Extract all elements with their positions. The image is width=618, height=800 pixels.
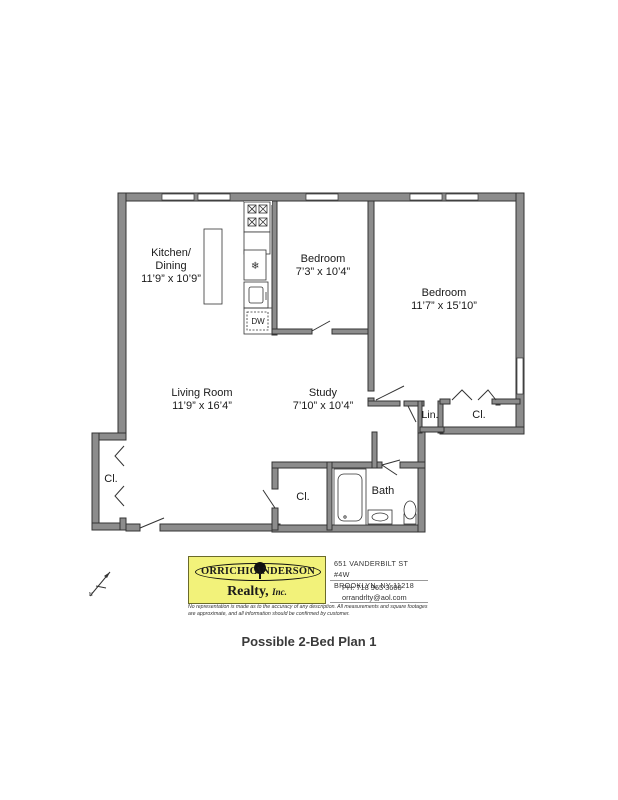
agency-logo: ORRICHIO ANDERSON Realty, Inc. [188, 556, 326, 604]
room-name-bath: Bath [371, 485, 395, 497]
room-label-living: Living Room 11’9” x 16’4” [154, 387, 250, 413]
agency-contact: PH: 718 965 3600 orrandrlty@aol.com [342, 583, 426, 603]
contact-divider-bottom [330, 602, 428, 603]
compass-icon [89, 571, 111, 597]
room-name-linen: Lin. [421, 409, 439, 421]
room-name-kitchen-line2: Dining [155, 260, 187, 272]
fridge [243, 249, 267, 281]
tree-icon [254, 562, 266, 579]
agency-logo-left-text: ORRICHIO [201, 566, 259, 577]
room-dims-study: 7’10” x 10’4” [292, 400, 354, 412]
dishwasher [246, 311, 269, 331]
room-label-bedroom-large: Bedroom 11’7” x 15’10” [396, 287, 492, 313]
room-label-bath: Bath [366, 485, 400, 498]
room-name-bedroom-large: Bedroom [421, 287, 467, 299]
room-label-bedroom-small: Bedroom 7’3” x 10’4” [280, 253, 366, 279]
compass-north-label: N [89, 592, 93, 598]
room-label-closet-left: Cl. [98, 473, 124, 486]
room-dims-bedroom-small: 7’3” x 10’4” [295, 266, 351, 278]
room-label-study: Study 7’10” x 10’4” [278, 387, 368, 413]
room-name-kitchen-line1: Kitchen/ [151, 247, 191, 259]
room-name-closet-center: Cl. [296, 491, 310, 503]
dishwasher-label: DW [248, 315, 268, 328]
room-dims-bedroom-large: 11’7” x 15’10” [411, 300, 477, 312]
snowflake-icon: ❄ [251, 261, 259, 272]
agency-logo-oval: ORRICHIO ANDERSON [195, 562, 321, 581]
room-label-closet-center: Cl. [284, 491, 322, 504]
agency-address-line1: 651 VANDERBILT ST #4W [334, 559, 409, 579]
room-name-closet-bedroom: Cl. [472, 409, 486, 421]
agency-address-line2: BROOKLYN, NY 11218 [334, 581, 415, 590]
windows [161, 193, 524, 395]
agency-address: 651 VANDERBILT ST #4W BROOKLYN, NY 11218 [334, 558, 426, 591]
room-name-closet-left: Cl. [104, 473, 118, 485]
room-dims-kitchen: 11’9” x 10’9” [141, 273, 201, 285]
agency-logo-right-text: ANDERSON [254, 566, 315, 577]
agency-email[interactable]: orrandrlty@aol.com [342, 593, 407, 602]
room-name-study: Study [308, 387, 338, 399]
bath-fixtures [333, 468, 417, 526]
agency-logo-bottom: Realty, Inc. [189, 584, 325, 600]
agency-logo-inc: Inc. [272, 587, 287, 597]
room-label-closet-bedroom: Cl. [464, 409, 494, 422]
walls [91, 192, 525, 533]
room-label-kitchen: Kitchen/ Dining 11’9” x 10’9” [126, 247, 216, 286]
room-name-bedroom-small: Bedroom [300, 253, 346, 265]
room-name-living: Living Room [171, 387, 233, 399]
room-dims-living: 11’9” x 16’4” [172, 400, 232, 412]
plan-title: Possible 2-Bed Plan 1 [241, 634, 377, 649]
dishwasher-text: DW [251, 317, 265, 326]
doors [114, 320, 497, 529]
kitchen-island [203, 228, 223, 305]
room-label-linen: Lin. [419, 409, 441, 422]
agency-logo-realty: Realty, [227, 584, 269, 599]
kitchen-fixtures [203, 201, 273, 335]
agency-phone: PH: 718 965 3600 [342, 583, 402, 592]
contact-divider-top [330, 580, 428, 581]
disclaimer-text: No representation is made as to the accu… [188, 604, 428, 617]
